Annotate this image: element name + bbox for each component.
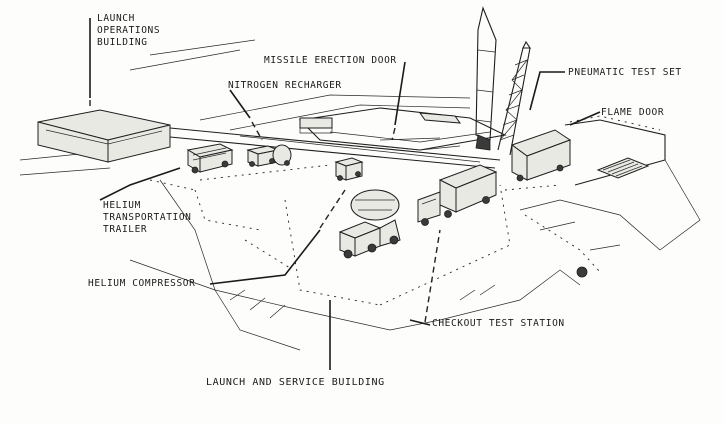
label-checkout-test-station-text: CHECKOUT TEST STATION (432, 318, 565, 329)
right-pad (519, 115, 701, 278)
label-launch-operations-building-text: LAUNCH OPERATIONS BUILDING (97, 13, 161, 48)
nitrogen-recharger-truck (246, 144, 292, 167)
label-helium-compressor-text: HELIUM COMPRESSOR (88, 278, 196, 289)
label-launch-and-service-building: LAUNCH AND SERVICE BUILDING (206, 377, 385, 389)
label-flame-door: FLAME DOOR (601, 107, 664, 119)
label-missile-erection-door-text: MISSILE ERECTION DOOR (264, 55, 397, 66)
upper-pad (298, 107, 507, 151)
leader-lines (89, 18, 601, 370)
label-nitrogen-recharger: NITROGEN RECHARGER (228, 80, 342, 92)
label-helium-transportation-trailer: HELIUM TRANSPORTATION TRAILER (103, 200, 203, 236)
service-van (334, 157, 364, 181)
helium-trailer-vehicle (186, 143, 234, 174)
cable-trench (169, 127, 501, 169)
launch-service-terrain (129, 179, 581, 351)
label-pneumatic-test-set: PNEUMATIC TEST SET (568, 67, 682, 79)
label-checkout-test-station: CHECKOUT TEST STATION (432, 318, 565, 330)
label-flame-door-text: FLAME DOOR (601, 107, 665, 118)
label-helium-compressor: HELIUM COMPRESSOR (88, 278, 195, 290)
label-helium-transportation-trailer-text: HELIUM TRANSPORTATION TRAILER (103, 200, 192, 235)
helium-compressor-truck (338, 189, 401, 259)
launch-operations-building (37, 109, 171, 163)
label-launch-operations-building: LAUNCH OPERATIONS BUILDING (97, 13, 193, 49)
label-launch-and-service-building-text: LAUNCH AND SERVICE BUILDING (206, 377, 385, 388)
label-pneumatic-test-set-text: PNEUMATIC TEST SET (568, 67, 682, 78)
checkout-test-station-truck (417, 164, 498, 226)
perimeter-fences (149, 164, 561, 306)
background-roads (19, 39, 471, 176)
label-nitrogen-recharger-text: NITROGEN RECHARGER (228, 80, 342, 91)
missile (475, 6, 497, 151)
erector-crane (497, 40, 532, 156)
label-missile-erection-door: MISSILE ERECTION DOOR (264, 55, 397, 67)
pneumatic-test-set-trailer (510, 129, 572, 182)
